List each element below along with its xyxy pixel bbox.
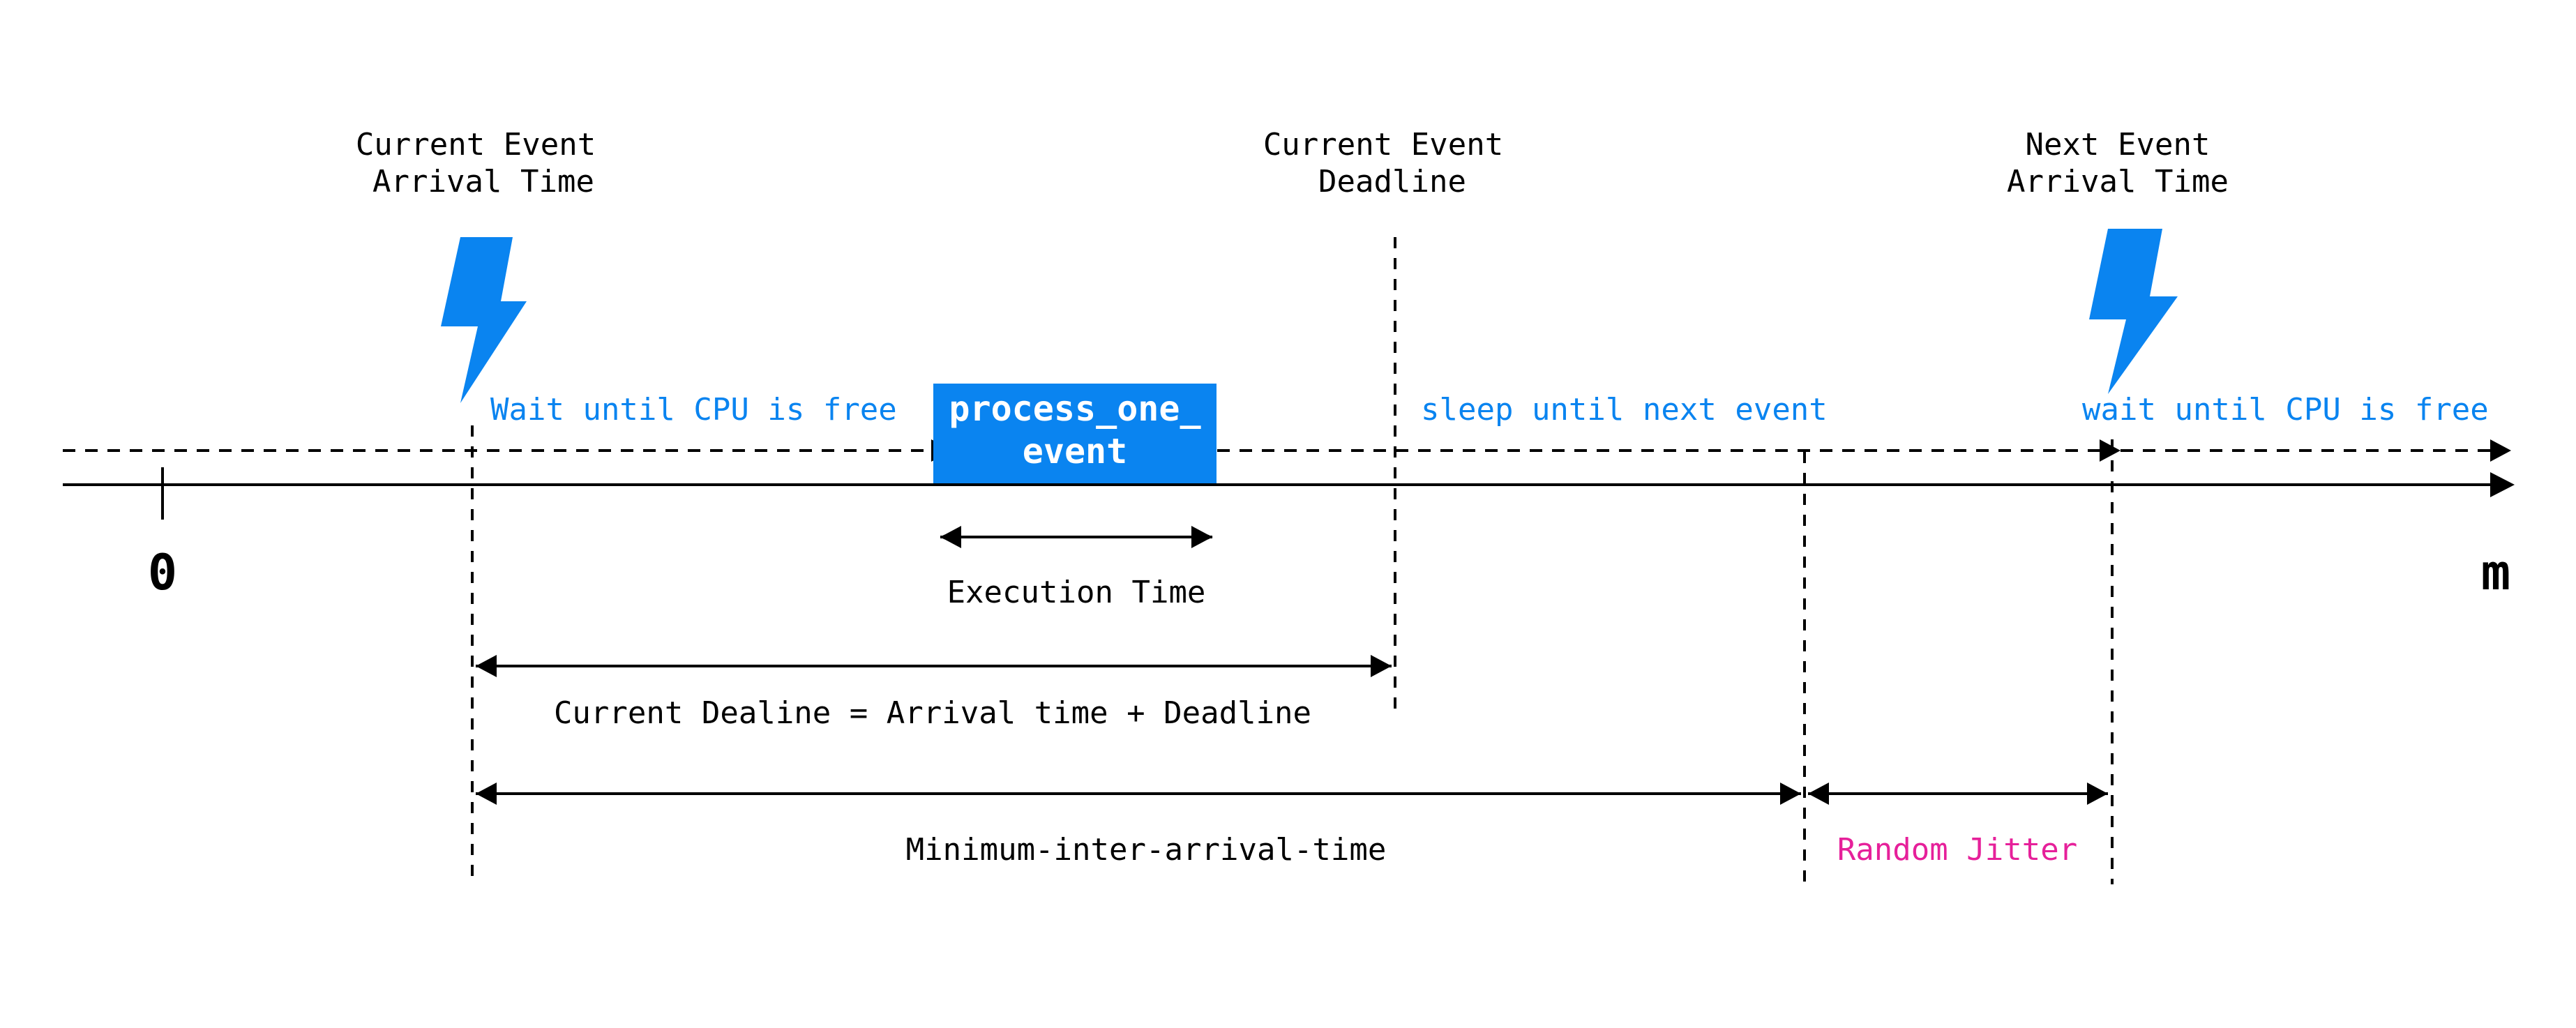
current-deadline-span — [476, 655, 1392, 677]
flow-arrow-end — [2490, 439, 2511, 462]
process-one-event-box — [933, 384, 1217, 483]
next-arrival-label-line2: Arrival Time — [2007, 164, 2229, 199]
next-arrival-label-line1: Next Event — [2026, 127, 2210, 162]
lightning-bolt-icon — [2089, 229, 2178, 394]
current-arrival-label-line2: Arrival Time — [372, 164, 594, 199]
process-box-label-line1: process_one_ — [949, 388, 1201, 429]
min-inter-arrival-label: Minimum-inter-arrival-time — [906, 832, 1387, 868]
time-axis — [63, 467, 2515, 520]
random-jitter-span — [1808, 783, 2108, 805]
current-deadline-label-line1: Current Event — [1263, 127, 1503, 162]
wait-cpu-label-2: wait until CPU is free — [2082, 392, 2489, 428]
event-marker-lines — [471, 237, 2114, 884]
execution-time-label: Execution Time — [947, 575, 1206, 610]
axis-start-label: 0 — [148, 544, 177, 601]
min-inter-arrival-span — [476, 783, 1801, 805]
sleep-next-event-label: sleep until next event — [1421, 392, 1828, 428]
current-arrival-label-line1: Current Event — [356, 127, 596, 162]
wait-cpu-label: Wait until CPU is free — [490, 392, 897, 428]
flow-arrow-to-next-arrival — [2100, 439, 2121, 462]
execution-time-span — [940, 526, 1213, 548]
process-box-label-line2: event — [1023, 431, 1128, 471]
current-deadline-label-line2: Deadline — [1318, 164, 1466, 199]
axis-end-label: m — [2481, 544, 2510, 601]
lightning-bolt-icon — [441, 237, 527, 403]
random-jitter-label: Random Jitter — [1837, 832, 2077, 868]
current-deadline-formula-label: Current Dealine = Arrival time + Deadlin… — [554, 695, 1311, 731]
